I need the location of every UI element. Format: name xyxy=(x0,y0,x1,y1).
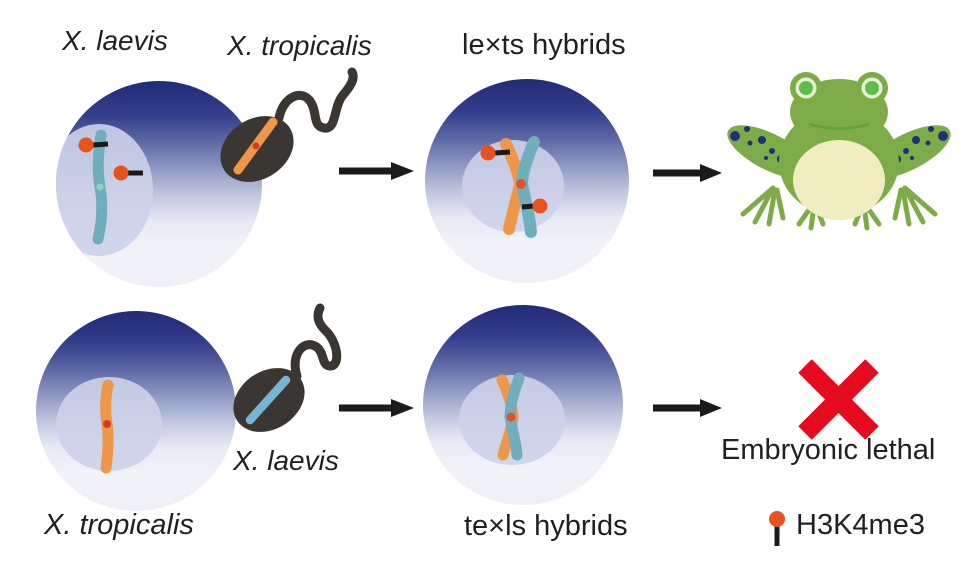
right-arrow-icon xyxy=(339,399,414,417)
frog-mouth xyxy=(808,122,870,130)
bottom-hybrid-label: te×ls hybrids xyxy=(464,510,628,542)
top-sperm-species-label: X. tropicalis xyxy=(227,30,372,61)
h3k4me3-mark-icon xyxy=(78,137,94,153)
arrow-head xyxy=(391,162,414,180)
arrow-head xyxy=(391,399,414,417)
h3k4me3-mark-icon xyxy=(532,198,548,214)
centromere xyxy=(516,179,526,189)
bottom-sperm-species-label: X. laevis xyxy=(233,445,339,476)
arrow-head xyxy=(700,164,722,182)
right-arrow-icon xyxy=(339,162,414,180)
sperm-tropicalis-icon xyxy=(220,67,358,182)
right-arrow-icon xyxy=(653,164,722,182)
centromere xyxy=(506,412,516,422)
frog-belly xyxy=(793,140,885,220)
viable-frog-icon xyxy=(727,72,951,231)
arrow-head xyxy=(700,399,722,417)
cross-strokes xyxy=(798,359,879,440)
top-egg-species-label: X. laevis xyxy=(62,25,168,56)
h3k4me3-mark-icon xyxy=(480,145,496,161)
sperm-tail xyxy=(290,303,342,381)
centromere xyxy=(96,183,104,191)
centromere xyxy=(252,142,260,150)
h3k4me3-stick xyxy=(494,149,511,156)
egg-cell-laevis-icon xyxy=(56,81,262,287)
h3k4me3-legend-icon xyxy=(769,511,785,546)
centromere xyxy=(103,420,111,428)
frog-eye-irises xyxy=(799,81,879,95)
h3k4me3-mark-icon xyxy=(113,165,129,181)
sperm-laevis-icon xyxy=(233,303,342,432)
h3k4me3-stick xyxy=(92,141,109,148)
right-arrow-icon xyxy=(653,399,722,417)
sperm-tail xyxy=(274,67,358,133)
top-hybrid-label: le×ts hybrids xyxy=(462,29,626,61)
bottom-egg-species-label: X. tropicalis xyxy=(44,509,194,541)
h3k4me3-stick xyxy=(521,203,535,210)
lethal-cross-icon xyxy=(798,359,879,440)
embryonic-lethal-label: Embryonic lethal xyxy=(721,434,936,466)
egg-cell-tropicalis-icon xyxy=(36,311,236,511)
h3k4me3-mark-icon xyxy=(769,511,785,527)
h3k4me3-legend-label: H3K4me3 xyxy=(796,509,925,541)
frog-leg-spots xyxy=(730,126,948,163)
hybrid-cell-texls-icon xyxy=(423,305,623,505)
chromosome-laevis xyxy=(245,375,291,425)
hybrid-cell-lexts-icon xyxy=(425,79,629,283)
